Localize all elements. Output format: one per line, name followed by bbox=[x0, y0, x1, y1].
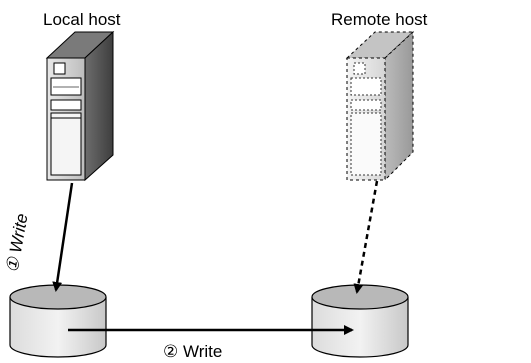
local-host-server-icon bbox=[45, 30, 115, 182]
remote-storage-disk-icon bbox=[311, 284, 409, 358]
remote-dashed-arrow bbox=[353, 180, 379, 294]
write-2-label: ② Write bbox=[163, 342, 223, 361]
write-1-arrow bbox=[52, 182, 74, 292]
local-host-label: Local host bbox=[43, 10, 121, 29]
remote-host-server-icon bbox=[345, 30, 415, 182]
local-storage-disk-icon bbox=[9, 284, 107, 358]
remote-host-label: Remote host bbox=[331, 10, 428, 29]
